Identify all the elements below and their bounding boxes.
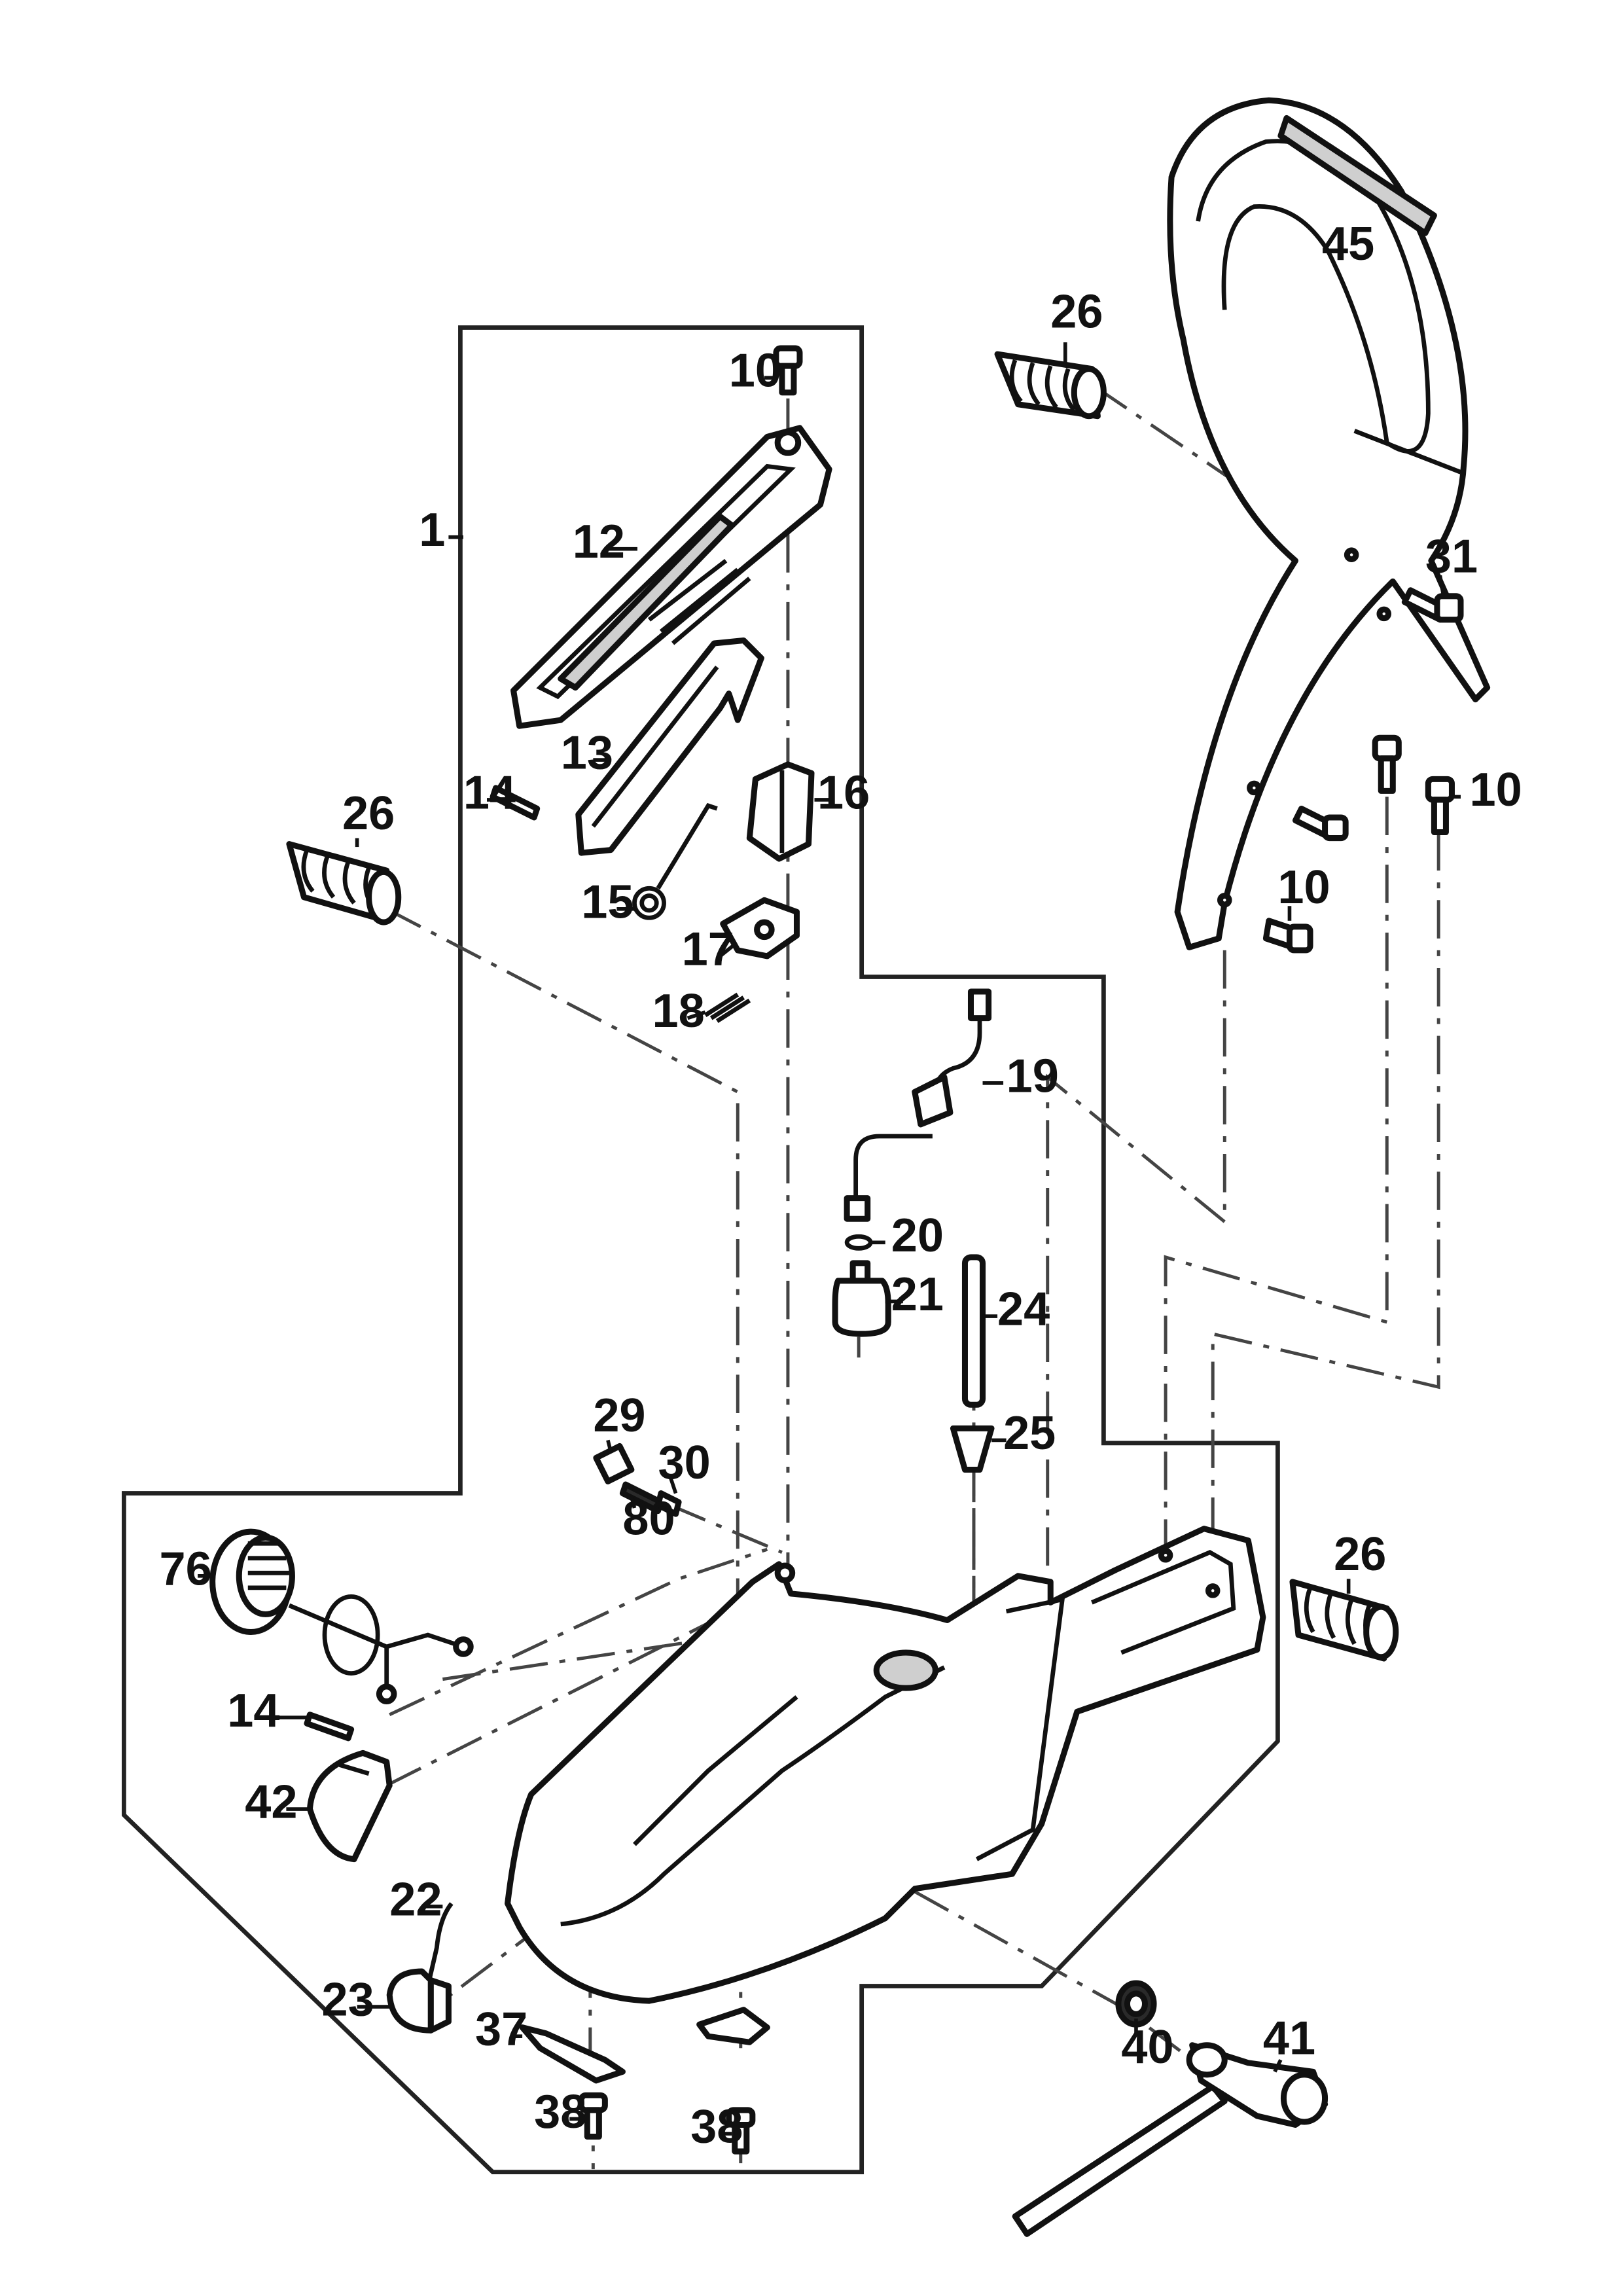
primer-hose — [425, 1902, 454, 1987]
callout-25: 25 — [1003, 1407, 1056, 1460]
callout-10-right: 10 — [1470, 764, 1522, 816]
mounting-bracket — [696, 2007, 770, 2045]
callout-22: 22 — [389, 1873, 442, 1926]
callout-26-left: 26 — [342, 787, 395, 840]
callout-31: 31 — [1425, 531, 1478, 583]
bushing — [593, 1443, 635, 1485]
callout-12: 12 — [573, 516, 625, 568]
screw-right-a — [1372, 734, 1402, 794]
side-cover — [306, 1749, 393, 1863]
screw-31 — [1401, 587, 1464, 623]
callout-16: 16 — [817, 766, 870, 819]
fuel-hose — [844, 988, 992, 1222]
tension-spring — [704, 992, 751, 1023]
grommet — [950, 1425, 995, 1473]
callout-17: 17 — [682, 923, 734, 975]
callout-24: 24 — [997, 1283, 1050, 1336]
callout-76: 76 — [160, 1543, 212, 1595]
hose-clip — [844, 1234, 873, 1251]
callout-41: 41 — [1263, 2012, 1315, 2064]
guard-plate — [519, 2024, 626, 2084]
screw-top — [773, 345, 803, 396]
callout-19: 19 — [1007, 1050, 1059, 1102]
callout-14-upper: 14 — [463, 766, 516, 819]
handle-cover — [510, 425, 832, 729]
callout-37: 37 — [475, 2003, 527, 2056]
pin-lower — [304, 1712, 355, 1742]
screw-mid — [1292, 805, 1349, 842]
vibration-spring-right — [1289, 1579, 1399, 1662]
callout-23: 23 — [322, 1974, 374, 2026]
callout-26-top: 26 — [1050, 285, 1103, 338]
assembly-boundary — [122, 325, 1280, 2175]
throttle-lever — [720, 897, 800, 960]
callout-80: 80 — [622, 1493, 675, 1545]
callout-20: 20 — [891, 1210, 944, 1262]
vibration-spring-top — [994, 351, 1107, 420]
plug-spring-80 — [619, 1481, 664, 1515]
callout-10-top: 10 — [729, 345, 781, 397]
fuel-filter — [832, 1260, 891, 1337]
combination-wrench — [1012, 2042, 1329, 2237]
callout-30: 30 — [658, 1437, 711, 1489]
callout-21: 21 — [891, 1268, 944, 1321]
screw-38-upper — [578, 2092, 608, 2140]
fuel-cap — [209, 1528, 474, 1704]
callout-1: 1 — [419, 504, 445, 556]
callout-29: 29 — [593, 1390, 645, 1442]
callout-15: 15 — [581, 876, 633, 928]
rear-handle-housing — [505, 1526, 1266, 2004]
primer-bulb — [386, 1968, 452, 2034]
callout-38-lower: 38 — [690, 2101, 743, 2153]
lock-lever — [746, 761, 815, 862]
coil-spring — [1115, 1980, 1157, 2028]
callout-18: 18 — [652, 985, 705, 1037]
vibration-spring-left — [286, 841, 402, 925]
front-handle-bar — [1167, 97, 1491, 950]
screw-38-lower — [726, 2107, 756, 2155]
screw-right-b — [1425, 776, 1455, 836]
callout-labels: 1 10 12 13 14 15 16 17 18 19 20 21 24 25… — [160, 218, 1522, 2153]
callout-38-upper: 38 — [534, 2086, 586, 2138]
leader-lines — [198, 342, 1461, 2136]
throttle-trigger — [575, 637, 764, 856]
callout-26-right: 26 — [1334, 1528, 1386, 1581]
screw-right-c — [1262, 918, 1313, 954]
callout-10-lower: 10 — [1277, 861, 1330, 914]
torsion-spring — [632, 802, 718, 920]
pin-upper — [490, 785, 541, 821]
callout-42: 42 — [245, 1776, 297, 1829]
plug-30 — [655, 1490, 682, 1517]
callout-14-lower: 14 — [227, 1685, 279, 1737]
callout-13: 13 — [561, 727, 613, 780]
tube — [961, 1254, 986, 1408]
callout-45: 45 — [1322, 218, 1374, 270]
callout-40: 40 — [1121, 2021, 1173, 2073]
